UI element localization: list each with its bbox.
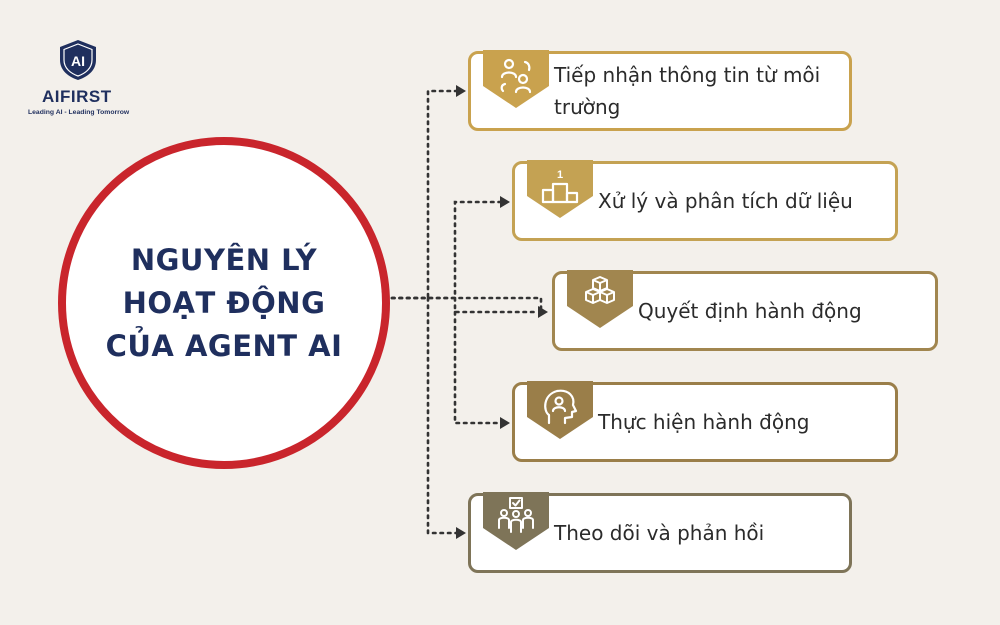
step-badge-4 — [527, 381, 593, 441]
step-badge-5 — [483, 492, 549, 552]
people-exchange-icon — [483, 50, 549, 108]
arrowhead-4 — [500, 417, 510, 429]
arrowhead-2 — [500, 196, 510, 208]
connector-3b — [453, 296, 540, 314]
step-badge-3 — [567, 270, 633, 330]
svg-text:1: 1 — [557, 169, 563, 181]
center-circle: NGUYÊN LÝ HOẠT ĐỘNG CỦA AGENT AI — [58, 137, 390, 469]
connector-2 — [390, 200, 502, 300]
step-label-2: Xử lý và phân tích dữ liệu — [598, 189, 853, 213]
step-card-2: 1 Xử lý và phân tích dữ liệu — [512, 160, 898, 241]
arrowhead-5 — [456, 527, 466, 539]
team-check-icon — [483, 492, 549, 550]
connector-5 — [426, 296, 458, 535]
cubes-icon — [567, 270, 633, 328]
logo-monogram: AI — [71, 53, 85, 69]
head-user-icon — [527, 381, 593, 439]
step-badge-2: 1 — [527, 160, 593, 220]
step-label-5: Theo dõi và phản hồi — [554, 521, 765, 545]
step-badge-1 — [483, 50, 549, 110]
podium-icon: 1 — [527, 160, 593, 218]
connector-4 — [453, 310, 502, 425]
step-label-3: Quyết định hành động — [638, 299, 862, 323]
step-card-3: Quyết định hành động — [552, 270, 938, 351]
step-label-1: Tiếp nhận thông tin từ môi trường — [554, 63, 821, 119]
arrowhead-1 — [456, 85, 466, 97]
shield-logo-icon: AI — [60, 40, 96, 80]
brand-logo: AI AIFIRST Leading AI - Leading Tomorrow — [28, 38, 129, 124]
diagram-title: NGUYÊN LÝ HOẠT ĐỘNG CỦA AGENT AI — [105, 242, 343, 363]
brand-name: AIFIRST — [42, 87, 112, 106]
connector-1 — [390, 89, 458, 300]
brand-tagline: Leading AI - Leading Tomorrow — [28, 109, 130, 116]
step-card-4: Thực hiện hành động — [512, 381, 898, 462]
step-card-5: Theo dõi và phản hồi — [468, 492, 852, 573]
arrowhead-3 — [538, 306, 548, 318]
connector-3 — [390, 296, 543, 314]
step-label-4: Thực hiện hành động — [598, 410, 810, 434]
step-card-1: Tiếp nhận thông tin từ môi trường — [468, 50, 852, 131]
